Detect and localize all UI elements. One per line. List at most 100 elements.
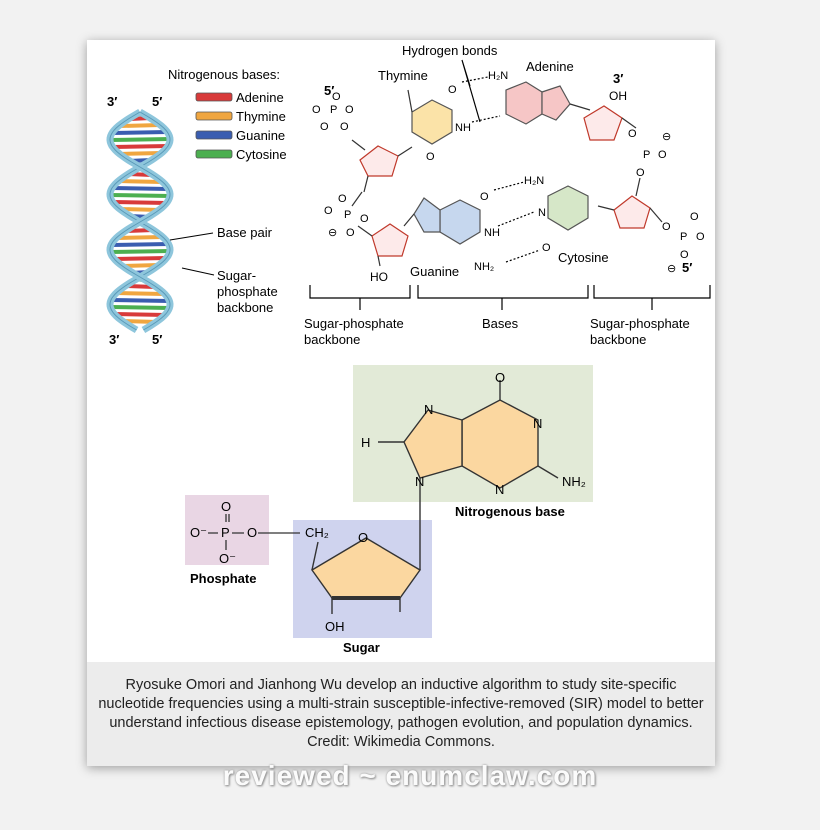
- svg-text:O: O: [426, 151, 435, 163]
- svg-text:P: P: [330, 104, 337, 116]
- legend-title: Nitrogenous bases:: [168, 67, 280, 82]
- svg-text:P: P: [680, 231, 687, 243]
- sugar-ch2: CH₂: [305, 525, 329, 540]
- guanine-structure: [378, 380, 559, 530]
- cytosine-h2n: H₂N: [524, 175, 544, 187]
- helix-base-pair: [118, 151, 162, 156]
- phosphate-label: Phosphate: [190, 571, 256, 586]
- svg-text:O: O: [690, 211, 699, 223]
- helix-base-pair: [109, 137, 171, 142]
- sugar-ring-structure: [310, 530, 422, 614]
- sugar-label: Sugar: [343, 640, 380, 655]
- svg-text:O: O: [360, 213, 369, 225]
- svg-text:⊖: ⊖: [667, 263, 676, 275]
- svg-text:O⁻: O⁻: [190, 525, 207, 540]
- svg-text:N: N: [538, 207, 546, 219]
- dna-helix: [106, 108, 174, 334]
- svg-text:P: P: [344, 209, 351, 221]
- svg-text:H: H: [361, 435, 370, 450]
- cytosine-label: Cytosine: [558, 250, 609, 265]
- svg-text:O: O: [324, 205, 333, 217]
- five-prime-top-label: 5′: [324, 83, 334, 98]
- thymine-ring: [411, 99, 453, 145]
- bracket-label-right-1: Sugar-phosphate: [590, 316, 690, 331]
- helix-base-pair: [112, 200, 168, 205]
- helix-base-pair: [113, 256, 167, 261]
- sugar-ring-4: [371, 223, 409, 257]
- svg-text:O: O: [480, 191, 489, 203]
- svg-text:O: O: [247, 525, 257, 540]
- adenine-label: Adenine: [526, 59, 574, 74]
- legend-swatch-thymine: [195, 111, 233, 121]
- helix-base-pair: [112, 186, 168, 191]
- phosphate-structure: O O⁻ P O O⁻: [190, 499, 257, 566]
- guanine-nh: NH: [484, 227, 500, 239]
- svg-text:O: O: [312, 104, 321, 116]
- svg-text:O: O: [320, 121, 329, 133]
- svg-text:O: O: [221, 499, 231, 514]
- helix-base-pair: [116, 291, 164, 296]
- adenine-h2n: H₂N: [488, 70, 508, 82]
- bracket-mid: [417, 285, 589, 310]
- sugar-ring-oxygen: O: [358, 530, 368, 545]
- svg-text:O: O: [658, 149, 667, 161]
- helix-base-pair: [112, 144, 168, 149]
- helix-base-pair: [110, 305, 170, 310]
- helix-label-3prime-bottom: 3′: [109, 332, 119, 347]
- backbone-label-line2: phosphate: [217, 284, 278, 299]
- adenine-ring: [505, 81, 543, 125]
- helix-base-pair: [119, 123, 161, 128]
- figure-caption: Ryosuke Omori and Jianhong Wu develop an…: [98, 677, 704, 750]
- sugar-ring-2: [583, 105, 623, 141]
- bracket-label-left-2: backbone: [304, 332, 360, 347]
- sugar-oh: OH: [609, 89, 627, 103]
- base-atom-labels: O N N N N H NH₂: [361, 370, 586, 497]
- svg-text:⊖: ⊖: [662, 131, 671, 143]
- sugar-ring-3: [613, 195, 651, 229]
- sugar-ring-1: [359, 145, 399, 177]
- guanine-ring: [439, 199, 481, 245]
- svg-text:O: O: [542, 242, 551, 254]
- five-prime-bottom-label: 5′: [682, 260, 692, 275]
- bracket-label-mid: Bases: [482, 316, 519, 331]
- svg-text:N: N: [424, 402, 433, 417]
- svg-text:O: O: [636, 167, 645, 179]
- helix-label-5prime-top: 5′: [152, 94, 162, 109]
- svg-text:O⁻: O⁻: [219, 551, 236, 566]
- svg-text:O: O: [338, 193, 347, 205]
- svg-text:N: N: [533, 416, 542, 431]
- legend-label-adenine: Adenine: [236, 90, 284, 105]
- guanine-nh2: NH₂: [474, 261, 494, 273]
- backbone-label-line1: Sugar-: [217, 268, 256, 283]
- svg-text:O: O: [628, 128, 637, 140]
- svg-text:P: P: [221, 525, 230, 540]
- helix-base-pair: [117, 235, 163, 240]
- helix-base-pair: [111, 242, 169, 247]
- helix-label-3prime-top: 3′: [107, 94, 117, 109]
- svg-text:O: O: [662, 221, 671, 233]
- sugar-ho: HO: [370, 270, 388, 284]
- svg-text:O: O: [332, 91, 341, 103]
- watermark: reviewed ~ enumclaw.com: [222, 760, 598, 791]
- svg-text:O: O: [696, 231, 705, 243]
- legend-label-cytosine: Cytosine: [236, 147, 287, 162]
- adenine-ring-5: [541, 85, 571, 121]
- cytosine-ring: [547, 185, 589, 231]
- three-prime-top-label: 3′: [613, 71, 623, 86]
- svg-text:N: N: [415, 474, 424, 489]
- helix-label-5prime-bottom: 5′: [152, 332, 162, 347]
- helix-base-pair: [114, 312, 166, 317]
- svg-text:O: O: [340, 121, 349, 133]
- bracket-label-left-1: Sugar-phosphate: [304, 316, 404, 331]
- legend-swatch-guanine: [195, 130, 233, 140]
- backbone-label-line3: backbone: [217, 300, 273, 315]
- helix-backbone-outline: [109, 111, 171, 331]
- bracket-label-right-2: backbone: [590, 332, 646, 347]
